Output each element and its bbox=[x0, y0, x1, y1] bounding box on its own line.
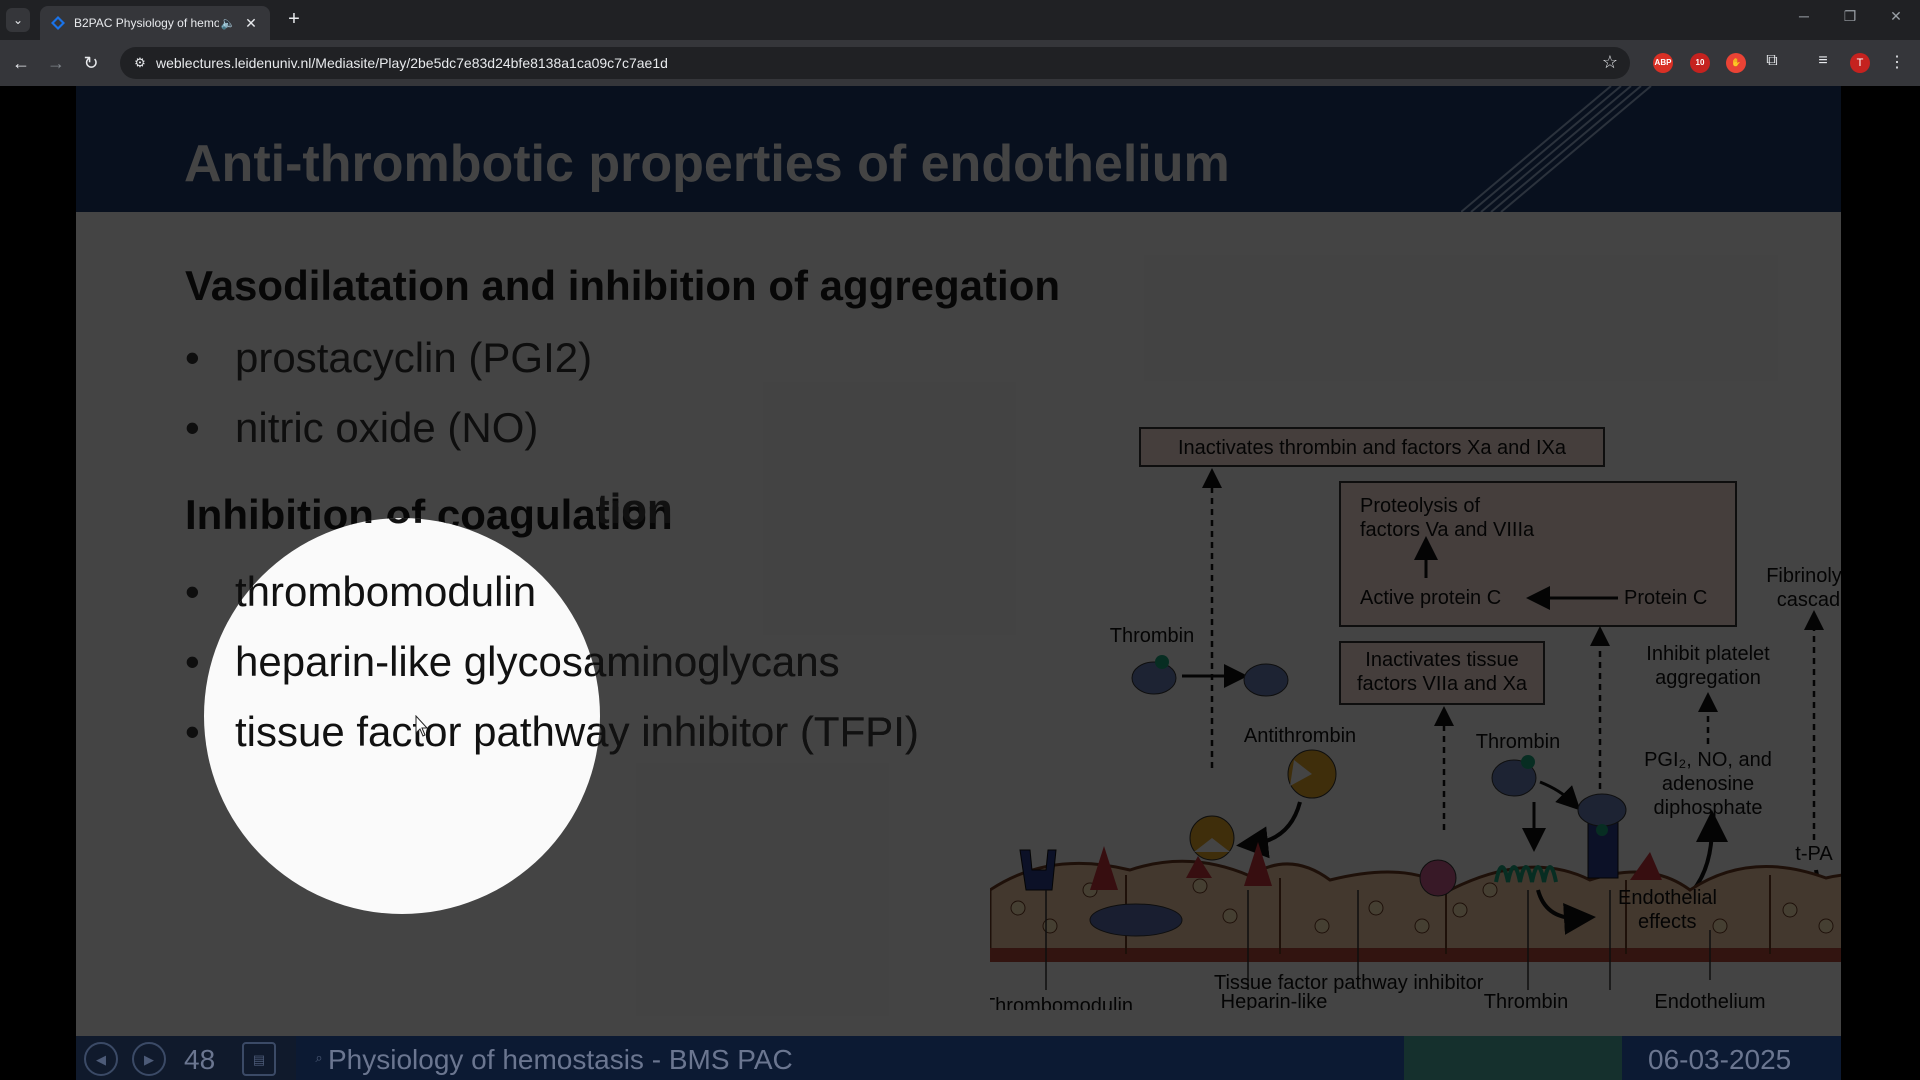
slide-header: Anti-thrombotic properties of endotheliu… bbox=[76, 86, 1841, 212]
box-inactivates-thrombin-label: Inactivates thrombin and factors Xa and … bbox=[1178, 437, 1567, 459]
tab-close-icon[interactable]: ✕ bbox=[245, 14, 257, 31]
extensions-puzzle-icon[interactable]: ⧉ bbox=[1766, 52, 1778, 69]
pgi-line2: adenosine bbox=[1662, 773, 1754, 795]
spot-thrombomodulin: thrombomodulin bbox=[235, 568, 537, 615]
browser-tab[interactable]: B2PAC Physiology of hemostasis 🔈 ✕ bbox=[40, 6, 270, 40]
menu-kebab-icon[interactable]: ⋮ bbox=[1889, 54, 1905, 71]
header-stripes-decoration bbox=[1461, 86, 1652, 212]
media-control-icon[interactable]: ≡ bbox=[1818, 52, 1828, 69]
section-heading-vasodilatation: Vasodilatation and inhibition of aggrega… bbox=[185, 262, 1061, 309]
forward-button[interactable]: → bbox=[47, 53, 65, 73]
label-receptor-line1: Thrombin bbox=[1484, 991, 1568, 1010]
previous-slide-button[interactable]: ◀ bbox=[84, 1042, 118, 1076]
antithrombin-label: Antithrombin bbox=[1244, 725, 1356, 747]
label-tfpi: Tissue factor pathway inhibitor bbox=[1214, 972, 1484, 994]
player-footer: ◀ ▶ 48 ▤ ⌕ Physiology of hemostasis - BM… bbox=[76, 1036, 1841, 1080]
search-icon[interactable]: ⌕ bbox=[315, 1050, 323, 1065]
close-window-button[interactable]: ✕ bbox=[1890, 8, 1902, 24]
browser-toolbar: ← → ↻ ⚙ weblectures.leidenuniv.nl/Medias… bbox=[0, 40, 1920, 86]
label-endothelium: Endothelium bbox=[1654, 991, 1765, 1010]
mouse-cursor-icon bbox=[415, 715, 429, 737]
profile-avatar[interactable]: T bbox=[1850, 53, 1870, 73]
bullet-nitric-oxide: •nitric oxide (NO) bbox=[185, 404, 539, 451]
new-tab-button[interactable]: + bbox=[288, 8, 300, 30]
tfpi-text-overflow: tissue factor pathway inhibitor (TFPI) bbox=[600, 708, 919, 755]
protein-c-label: Protein C bbox=[1624, 587, 1707, 609]
player-controls: ◀ ▶ 48 ▤ bbox=[76, 1036, 296, 1080]
endothelial-effects-line2: effects bbox=[1638, 911, 1697, 933]
label-thrombomodulin: Thrombomodulin bbox=[990, 995, 1133, 1010]
spot-heparin: heparin-like glycosaminoglycans bbox=[235, 638, 600, 685]
tab-title: B2PAC Physiology of hemostasis bbox=[74, 16, 219, 30]
bookmark-star-icon[interactable]: ☆ bbox=[1601, 52, 1618, 72]
next-slide-button[interactable]: ▶ bbox=[132, 1042, 166, 1076]
url-text[interactable]: weblectures.leidenuniv.nl/Mediasite/Play… bbox=[156, 55, 668, 71]
reload-button[interactable]: ↻ bbox=[83, 53, 99, 73]
spotlight-circle bbox=[204, 518, 600, 914]
tab-search-icon[interactable]: ⌄ bbox=[6, 8, 30, 32]
coag-heading-overflow: Inhibition of coagulation bbox=[600, 485, 673, 533]
thrombin-label-2: Thrombin bbox=[1476, 731, 1560, 753]
pgi-line3: diphosphate bbox=[1654, 797, 1763, 819]
slide-title: Anti-thrombotic properties of endotheliu… bbox=[184, 135, 1230, 193]
active-protein-c-label: Active protein C bbox=[1360, 587, 1501, 609]
tpa-label: t-PA bbox=[1795, 843, 1833, 865]
mediasite-favicon-icon bbox=[50, 15, 66, 31]
speaker-icon[interactable]: 🔈 bbox=[220, 16, 236, 30]
box-tissue-line1: Inactivates tissue bbox=[1365, 649, 1518, 671]
inhibit-platelet-line2: aggregation bbox=[1655, 667, 1761, 689]
site-info-icon[interactable]: ⚙ bbox=[134, 55, 146, 70]
back-button[interactable]: ← bbox=[12, 53, 30, 73]
address-bar[interactable]: ⚙ weblectures.leidenuniv.nl/Mediasite/Pl… bbox=[120, 47, 1630, 79]
slides-grid-button[interactable]: ▤ bbox=[242, 1042, 276, 1076]
tab-strip: ⌄ B2PAC Physiology of hemostasis 🔈 ✕ + ─… bbox=[0, 0, 1920, 40]
bullet-prostacyclin: •prostacyclin (PGI2) bbox=[185, 334, 593, 381]
red-extension-icon[interactable]: ✋ bbox=[1726, 53, 1746, 73]
fibrinolytic-line2: cascade bbox=[1777, 589, 1841, 611]
course-title: Physiology of hemostasis - BMS PAC bbox=[328, 1044, 793, 1075]
box-proteolysis-line1: Proteolysis of bbox=[1360, 495, 1480, 517]
box-tissue-line2: factors VIIa and Xa bbox=[1357, 673, 1528, 695]
inhibit-platelet-line1: Inhibit platelet bbox=[1646, 643, 1770, 665]
pgi-line1: PGI₂, NO, and bbox=[1644, 749, 1772, 771]
box-proteolysis-line2: factors Va and VIIIa bbox=[1360, 519, 1535, 541]
restore-button[interactable]: ❐ bbox=[1843, 8, 1857, 24]
thrombin-label-1: Thrombin bbox=[1110, 625, 1194, 647]
footer-accent-block bbox=[1404, 1036, 1622, 1080]
slide-number: 48 bbox=[184, 1044, 216, 1075]
minimize-button[interactable]: ─ bbox=[1799, 8, 1809, 24]
endothelial-effects-line1: Endothelial bbox=[1618, 887, 1717, 909]
heparin-text-overflow: heparin-like glycosaminoglycans bbox=[463, 638, 840, 685]
spotlight-content: • thrombomodulin heparin-like glycosamin… bbox=[204, 518, 600, 914]
adblock-extension-icon[interactable]: ABP bbox=[1653, 53, 1673, 73]
extension-badge-icon[interactable]: 10 bbox=[1690, 53, 1710, 73]
lecture-date: 06-03-2025 bbox=[1648, 1044, 1792, 1075]
spot-coag-heading: Inhibition of coagulation bbox=[204, 518, 600, 533]
endothelium-diagram: Inactivates thrombin and factors Xa and … bbox=[990, 427, 1841, 1010]
fibrinolytic-line1: Fibrinolytic bbox=[1766, 565, 1841, 587]
